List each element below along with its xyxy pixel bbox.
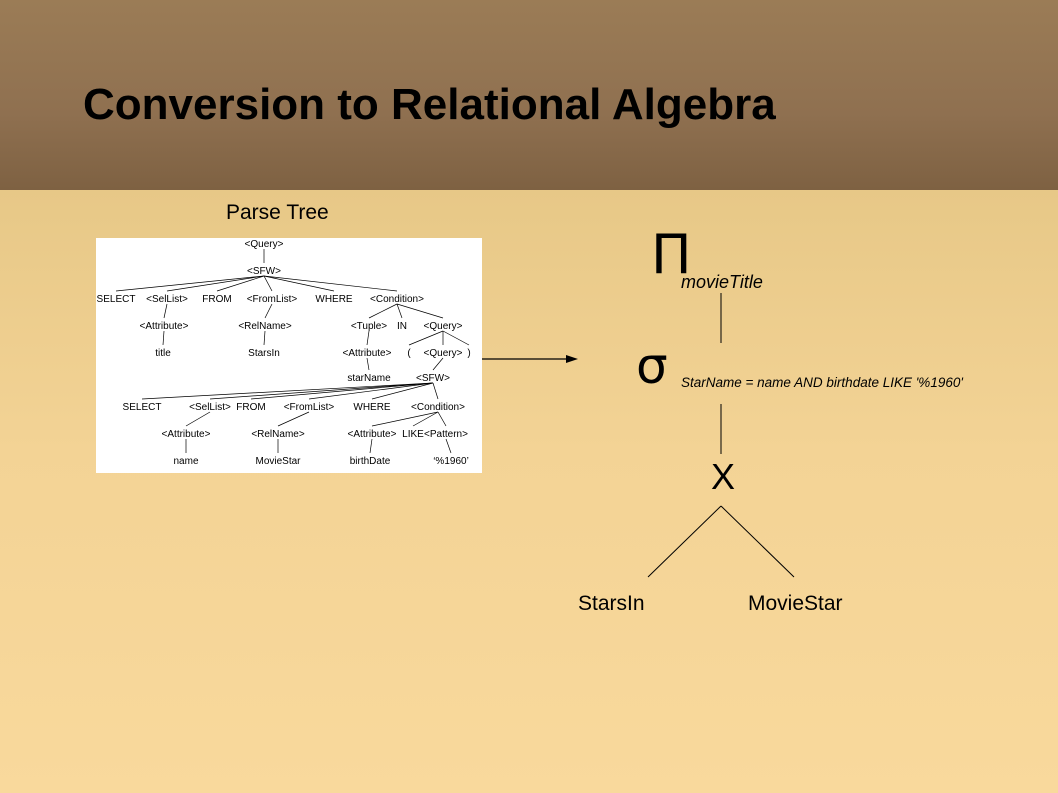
parse-tree-node: <Attribute> — [140, 321, 189, 332]
parse-tree-edge — [371, 411, 439, 427]
parse-tree-node: <Attribute> — [162, 429, 211, 440]
parse-tree-diagram: <Query> <Query> <SFW> SELECT <SelList> FROM <F… — [97, 239, 471, 467]
parse-tree-node: <RelName> — [238, 321, 292, 332]
parse-tree-edge — [263, 275, 398, 292]
relation-starsin: StarsIn — [578, 592, 645, 615]
parse-tree-node: <Condition> — [411, 402, 465, 413]
selection-condition: StarName = name AND birthdate LIKE '%196… — [681, 375, 963, 390]
parse-tree-node: <SFW> — [247, 266, 281, 277]
parse-tree-edge — [412, 411, 439, 427]
parse-tree-edge — [366, 330, 370, 346]
parse-tree-edge — [437, 411, 447, 427]
parse-tree-edge — [264, 303, 273, 319]
parse-tree-edge — [263, 275, 273, 292]
parse-tree-node: WHERE — [315, 294, 353, 305]
parse-tree-edge — [250, 382, 434, 400]
parse-tree-node: <SelList> — [146, 294, 188, 305]
conversion-arrow-head — [566, 355, 578, 363]
parse-tree-node: <Attribute> — [348, 429, 397, 440]
parse-tree-node: SELECT — [97, 294, 136, 305]
projection-symbol: Π — [651, 223, 692, 286]
parse-tree-node: name — [173, 456, 198, 467]
relation-moviestar: MovieStar — [748, 592, 843, 615]
parse-tree-edge — [366, 357, 370, 371]
parse-tree-edge — [263, 330, 266, 346]
parse-tree-edge — [216, 275, 265, 292]
parse-tree-node: <Query> — [424, 348, 463, 359]
parse-tree-node: <SelList> — [189, 402, 231, 413]
parse-tree-node: title — [155, 348, 171, 359]
parse-tree-caption: Parse Tree — [226, 201, 329, 224]
parse-tree-node: <Query> — [424, 321, 463, 332]
parse-tree-node: <Pattern> — [424, 429, 468, 440]
parse-tree-edge — [396, 303, 444, 319]
parse-tree-node: ) — [467, 348, 470, 359]
parse-tree-node: ( — [407, 348, 411, 359]
parse-tree-node: StarsIn — [248, 348, 280, 359]
parse-tree-edge — [163, 303, 168, 319]
projection-attribute: movieTitle — [681, 272, 763, 292]
parse-tree-node: starName — [347, 373, 391, 384]
parse-tree-edge — [162, 330, 165, 346]
selection-symbol: σ — [636, 337, 668, 395]
parse-tree-nodes: <Query> <Query> <SFW> SELECT <SelList> FROM <F… — [97, 239, 471, 467]
edge-product-moviestar — [720, 505, 795, 578]
parse-tree-node: SELECT — [123, 402, 162, 413]
parse-tree-edge — [308, 382, 434, 400]
parse-tree-node: <Query> — [245, 239, 284, 250]
parse-tree-node: ‘%1960’ — [433, 456, 469, 467]
slide-title: Conversion to Relational Algebra — [83, 80, 776, 129]
parse-tree-edge — [141, 382, 434, 400]
parse-tree-image: <Query> <Query> <SFW> SELECT <SelList> FROM <F… — [96, 238, 482, 473]
parse-tree-node: FROM — [236, 402, 265, 413]
parse-tree-edge — [185, 411, 211, 427]
parse-tree-node: <Attribute> — [343, 348, 392, 359]
parse-tree-edge — [209, 382, 434, 400]
parse-tree-node: <FromList> — [284, 402, 335, 413]
parse-tree-edge — [408, 330, 444, 346]
parse-tree-edges — [115, 249, 470, 454]
parse-tree-node: <RelName> — [251, 429, 305, 440]
parse-tree-edge — [432, 357, 444, 371]
parse-tree-edge — [166, 275, 265, 292]
parse-tree-edge — [368, 303, 398, 319]
parse-tree-edge — [115, 275, 265, 292]
parse-tree-node: <FromList> — [247, 294, 298, 305]
parse-tree-edge — [369, 438, 373, 454]
parse-tree-node: WHERE — [353, 402, 391, 413]
parse-tree-edge — [396, 303, 403, 319]
parse-tree-node: MovieStar — [255, 456, 301, 467]
parse-tree-node: <SFW> — [416, 373, 450, 384]
parse-tree-edge — [277, 411, 310, 427]
parse-tree-node: FROM — [202, 294, 231, 305]
parse-tree-edge — [442, 330, 470, 346]
cross-product-symbol: X — [711, 456, 736, 497]
parse-tree-node: <Condition> — [370, 294, 424, 305]
parse-tree-edge — [432, 382, 439, 400]
parse-tree-edge — [445, 438, 452, 454]
parse-tree-edge — [371, 382, 434, 400]
edge-product-starsin — [647, 505, 722, 578]
parse-tree-edge — [263, 275, 335, 292]
parse-tree-node: <Tuple> — [351, 321, 387, 332]
parse-tree-node: IN — [397, 321, 407, 332]
parse-tree-node: LIKE — [402, 429, 424, 440]
parse-tree-node: birthDate — [350, 456, 391, 467]
title-banner — [0, 0, 1058, 190]
